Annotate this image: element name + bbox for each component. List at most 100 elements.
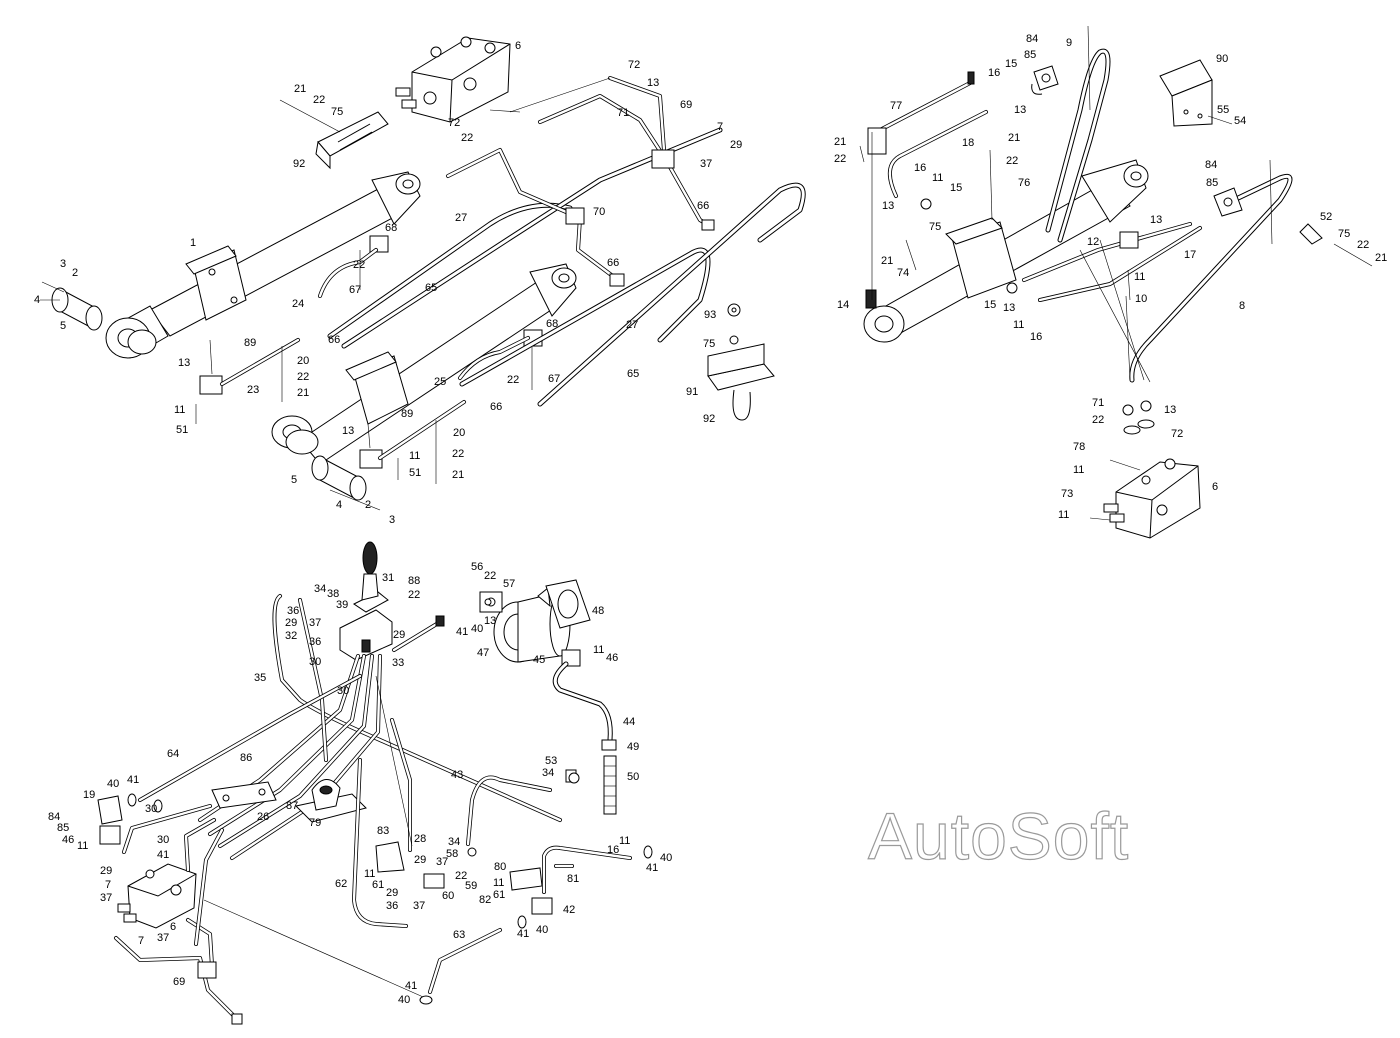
callout-l37a: 37 bbox=[700, 158, 712, 170]
callout-r76: 76 bbox=[1018, 177, 1030, 189]
callout-r11b: 11 bbox=[1134, 271, 1145, 283]
bracket-90 bbox=[1159, 59, 1213, 127]
callout-b86: 86 bbox=[240, 752, 252, 764]
callout-b37e: 37 bbox=[157, 932, 169, 944]
callout-b85: 85 bbox=[57, 822, 69, 834]
callout-l75a: 75 bbox=[331, 106, 343, 118]
callout-l66c: 66 bbox=[328, 334, 340, 346]
callout-r84b: 84 bbox=[1205, 159, 1217, 171]
callout-b7b: 7 bbox=[138, 935, 144, 947]
link-line-1 bbox=[1079, 249, 1151, 383]
callout-r21b: 21 bbox=[1008, 132, 1020, 144]
callout-l68a: 68 bbox=[385, 222, 397, 234]
callout-l7a: 7 bbox=[717, 121, 723, 133]
callout-l27b: 27 bbox=[626, 319, 638, 331]
callout-b88: 88 bbox=[408, 575, 420, 587]
bracket-52 bbox=[1299, 223, 1323, 245]
callout-l13a: 13 bbox=[178, 357, 190, 369]
callout-b49: 49 bbox=[627, 741, 639, 753]
callout-r75a: 75 bbox=[929, 221, 941, 233]
callout-b79: 79 bbox=[309, 817, 321, 829]
tubes-30 bbox=[122, 804, 224, 946]
callout-l20a: 20 bbox=[297, 355, 309, 367]
callout-b11c: 11 bbox=[364, 868, 375, 880]
callout-b35: 35 bbox=[254, 672, 266, 684]
callout-b36a: 36 bbox=[287, 605, 299, 617]
callout-l66a: 66 bbox=[697, 200, 709, 212]
callout-l67a: 67 bbox=[349, 284, 361, 296]
link-line-3 bbox=[1099, 239, 1145, 381]
callout-r22c: 22 bbox=[1357, 239, 1369, 251]
tube-pump-feed bbox=[392, 615, 445, 652]
callout-numbers: 1234513115123892022212122759267213716972… bbox=[34, 33, 1387, 1006]
callout-b46b: 46 bbox=[62, 834, 74, 846]
callout-l89b: 89 bbox=[401, 408, 413, 420]
callout-l66b: 66 bbox=[607, 257, 619, 269]
callout-r21a: 21 bbox=[834, 136, 846, 148]
tube-43 bbox=[466, 769, 577, 846]
block-42 bbox=[531, 897, 553, 915]
callout-b41b: 41 bbox=[127, 774, 139, 786]
callout-l22f: 22 bbox=[452, 448, 464, 460]
bracket-91 bbox=[707, 303, 775, 421]
callout-b61b: 61 bbox=[493, 889, 505, 901]
callout-b83: 83 bbox=[377, 825, 389, 837]
leader-line-center bbox=[375, 675, 413, 847]
callout-b29e: 29 bbox=[100, 865, 112, 877]
callout-r71: 71 bbox=[1092, 397, 1104, 409]
pump-flange bbox=[545, 579, 591, 629]
callout-r13e: 13 bbox=[1164, 404, 1176, 416]
callout-l72a: 72 bbox=[628, 59, 640, 71]
callout-r85b: 85 bbox=[1206, 177, 1218, 189]
callout-b81: 81 bbox=[567, 873, 579, 885]
callout-r13d: 13 bbox=[1003, 302, 1015, 314]
bracket-92-upper bbox=[315, 111, 389, 170]
callout-b28: 28 bbox=[414, 833, 426, 845]
callout-b26: 26 bbox=[257, 811, 269, 823]
callout-b62: 62 bbox=[335, 878, 347, 890]
bottom-left-assembly bbox=[97, 541, 653, 1025]
callout-b64: 64 bbox=[167, 748, 179, 760]
callout-r13b: 13 bbox=[882, 200, 894, 212]
pipes-valve-bottom bbox=[114, 918, 243, 1025]
callout-l23: 23 bbox=[247, 384, 259, 396]
hydraulic-pump bbox=[493, 587, 571, 663]
callout-b48: 48 bbox=[592, 605, 604, 617]
callout-b80: 80 bbox=[494, 861, 506, 873]
callout-b37a: 37 bbox=[309, 617, 321, 629]
top-right-assembly bbox=[859, 25, 1373, 539]
callout-b36c: 36 bbox=[386, 900, 398, 912]
callout-l22c: 22 bbox=[461, 132, 473, 144]
joystick-control bbox=[339, 541, 393, 661]
callout-b37b: 37 bbox=[436, 856, 448, 868]
callout-b34a: 34 bbox=[314, 583, 326, 595]
callout-l20b: 20 bbox=[453, 427, 465, 439]
callout-b36b: 36 bbox=[309, 636, 321, 648]
washers-bottom bbox=[127, 598, 653, 1005]
callout-b41a: 41 bbox=[456, 626, 468, 638]
callout-r75b: 75 bbox=[1338, 228, 1350, 240]
callout-r22b: 22 bbox=[1006, 155, 1018, 167]
callout-b29c: 29 bbox=[414, 854, 426, 866]
pipes-valve-top bbox=[446, 76, 715, 287]
callout-b11b: 11 bbox=[77, 840, 88, 852]
callout-r18: 18 bbox=[962, 137, 974, 149]
fasteners-top-right bbox=[859, 25, 1373, 301]
callout-b29a: 29 bbox=[285, 617, 297, 629]
callout-b40b: 40 bbox=[107, 778, 119, 790]
callout-b41d: 41 bbox=[517, 928, 529, 940]
pin-lower bbox=[311, 455, 367, 501]
tube-81 bbox=[542, 845, 632, 894]
callout-b53: 53 bbox=[545, 755, 557, 767]
callout-l29a: 29 bbox=[730, 139, 742, 151]
callout-b16: 16 bbox=[607, 844, 619, 856]
callout-l3b: 3 bbox=[389, 514, 395, 526]
callout-l71a: 71 bbox=[617, 107, 629, 119]
tube-17 bbox=[1022, 222, 1202, 302]
control-valve-right bbox=[1103, 458, 1201, 539]
clamp-small-left bbox=[920, 198, 932, 210]
bracket-83 bbox=[375, 841, 405, 873]
callout-b87: 87 bbox=[286, 800, 298, 812]
callout-l68b: 68 bbox=[546, 318, 558, 330]
callout-b50: 50 bbox=[627, 771, 639, 783]
